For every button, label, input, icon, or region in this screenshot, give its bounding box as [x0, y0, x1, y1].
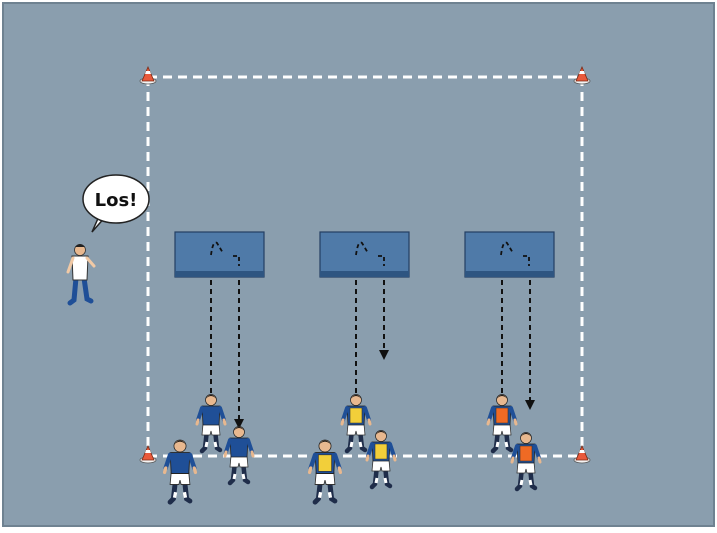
arrows-group [210, 280, 535, 429]
cone-icon [573, 65, 591, 85]
cones-group [139, 65, 591, 464]
coach-speech-text: Los! [95, 190, 138, 211]
mats-group [174, 231, 555, 278]
player-icon [162, 439, 198, 505]
cone-icon [139, 65, 157, 85]
mat-icon [174, 231, 265, 278]
speech-bubble-icon: Los! [82, 174, 150, 233]
field-boundary [146, 75, 584, 458]
player-icon [486, 394, 518, 454]
mat-icon [319, 231, 410, 278]
player-icon [340, 394, 372, 454]
cone-icon [573, 444, 591, 464]
mat-icon [464, 231, 555, 278]
players-group [162, 394, 542, 505]
coach-icon [66, 244, 96, 306]
player-icon [195, 394, 227, 454]
player-icon [307, 439, 343, 505]
player-icon [223, 426, 255, 486]
player-icon [365, 430, 397, 490]
cone-icon [139, 444, 157, 464]
player-icon [510, 432, 542, 492]
